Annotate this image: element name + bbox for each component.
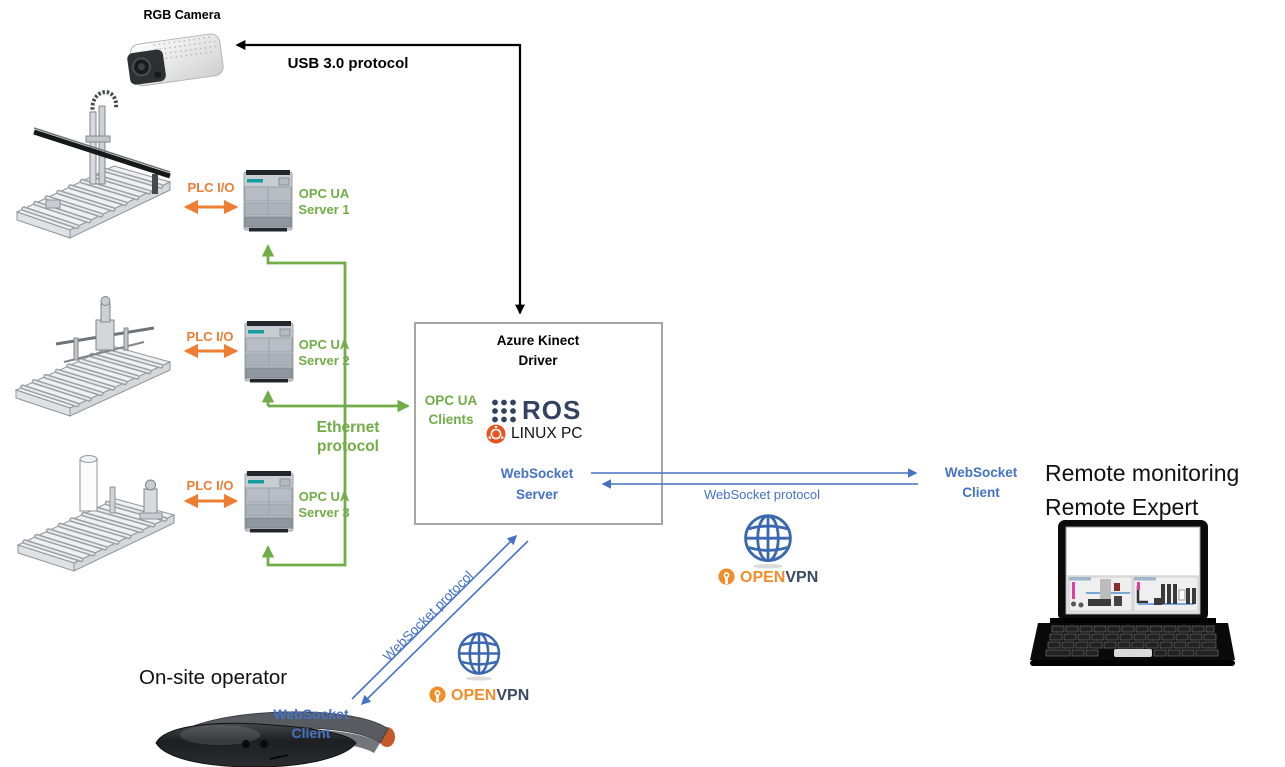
gantry-machine-icon <box>15 90 172 239</box>
openvpn-wordmark: OPENVPN <box>740 569 818 587</box>
opc-ua-clients-line1: OPC UA <box>424 393 478 408</box>
ros-dots-icon <box>492 399 516 422</box>
websocket-client-operator-line1: WebSocket <box>273 706 349 722</box>
remote-expert-label: Remote monitoring Remote Expert <box>1045 456 1239 524</box>
linux-pc-label: LINUX PC <box>511 425 583 442</box>
ethernet-line2: protocol <box>317 437 379 455</box>
plc-io-label-2: PLC I/O <box>186 329 234 344</box>
openvpn-lock-icon <box>429 686 446 703</box>
laptop-icon <box>1030 520 1235 666</box>
opc-ua-clients-line2: Clients <box>428 412 474 427</box>
globe-icon <box>457 632 501 681</box>
plc-io-connectors <box>183 199 239 509</box>
websocket-protocol-label-remote: WebSocket protocol <box>703 487 821 502</box>
driver-box-title: Azure Kinect Driver <box>497 331 580 371</box>
usb-protocol-label: USB 3.0 protocol <box>287 55 409 72</box>
onsite-operator-label: On-site operator <box>139 666 288 689</box>
ethernet-line1: Ethernet <box>316 419 380 436</box>
opc-ua-server-3-label: OPC UA Server 3 <box>298 489 349 521</box>
websocket-client-remote-line2: Client <box>962 485 1000 500</box>
websocket-client-remote-line1: WebSocket <box>944 465 1018 480</box>
conveyor-machine-icon <box>16 455 176 572</box>
opc-ua-server-1-label: OPC UA Server 1 <box>298 186 349 218</box>
openvpn-logo-operator: OPENVPN <box>428 686 529 705</box>
openvpn-word-open: OPEN <box>740 568 786 586</box>
opc-ua-server-1-line1: OPC UA <box>298 186 350 201</box>
remote-expert-line1: Remote monitoring <box>1045 460 1240 486</box>
linux-pc-row: LINUX PC <box>486 424 583 444</box>
plc-controller-icon <box>244 471 294 533</box>
opc-ua-server-3-line1: OPC UA <box>298 489 350 504</box>
plc-controller-icon <box>244 321 294 383</box>
websocket-client-label-operator: WebSocket Client <box>273 705 348 743</box>
openvpn-word-vpn: VPN <box>496 686 530 704</box>
remote-expert-line2: Remote Expert <box>1045 494 1199 520</box>
opc-ua-server-3-line2: Server 3 <box>298 505 350 520</box>
rgb-camera-icon <box>127 33 224 87</box>
websocket-client-label-remote: WebSocket Client <box>945 463 1018 503</box>
driver-title-line1: Azure Kinect <box>496 333 580 348</box>
driver-title-line2: Driver <box>518 353 558 368</box>
opc-ua-server-1-line2: Server 1 <box>298 202 350 217</box>
openvpn-wordmark: OPENVPN <box>451 687 529 705</box>
ubuntu-logo-icon <box>486 424 506 444</box>
plc-io-label-1: PLC I/O <box>187 180 235 195</box>
websocket-client-operator-line2: Client <box>291 725 331 741</box>
ros-wordmark: ROS <box>522 395 582 425</box>
hololens-headset-icon <box>155 711 395 767</box>
opc-ua-clients-label: OPC UA Clients <box>425 391 478 429</box>
ros-logo: ROS <box>492 395 581 426</box>
openvpn-lock-icon <box>718 568 735 585</box>
opc-ua-server-2-line2: Server 2 <box>298 353 350 368</box>
openvpn-word-vpn: VPN <box>785 568 819 586</box>
websocket-server-label: WebSocket Server <box>501 464 574 505</box>
rgb-camera-label: RGB Camera <box>143 8 221 22</box>
plc-io-label-3: PLC I/O <box>186 478 234 493</box>
ethernet-protocol-label: Ethernet protocol <box>317 419 380 456</box>
opc-ua-server-2-label: OPC UA Server 2 <box>298 337 349 369</box>
websocket-server-line2: Server <box>515 486 559 502</box>
assembly-machine-icon <box>14 296 172 417</box>
openvpn-word-open: OPEN <box>451 686 497 704</box>
azure-kinect-driver-box <box>414 322 663 525</box>
openvpn-logo-remote: OPENVPN <box>717 568 818 587</box>
plc-controller-icon <box>243 170 293 232</box>
websocket-server-line1: WebSocket <box>500 466 574 481</box>
globe-icon <box>744 514 792 569</box>
opc-ua-server-2-line1: OPC UA <box>298 337 350 352</box>
